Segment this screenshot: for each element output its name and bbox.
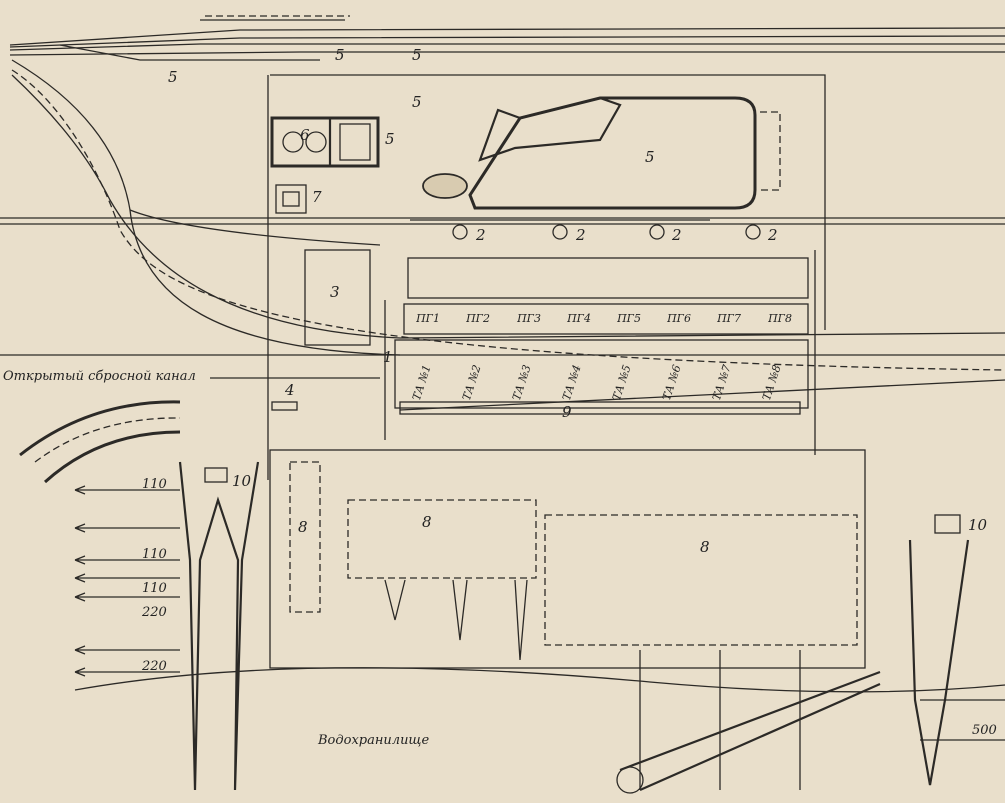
label-3: 3 bbox=[330, 283, 340, 301]
label-6: 6 bbox=[300, 126, 310, 144]
steam-generator-label: ПГ8 bbox=[768, 312, 792, 325]
label-10: 10 bbox=[232, 472, 252, 490]
label-2: 2 bbox=[672, 226, 682, 244]
steam-generator-label: ПГ5 bbox=[617, 312, 641, 325]
power-line-label: 110 bbox=[142, 477, 167, 492]
power-line-arrows bbox=[74, 485, 180, 677]
label-8: 8 bbox=[422, 513, 432, 531]
power-line-label: 110 bbox=[142, 547, 167, 562]
label-2: 2 bbox=[476, 226, 486, 244]
label-2: 2 bbox=[576, 226, 586, 244]
label-1: 1 bbox=[383, 348, 393, 366]
steam-generator-label: ПГ7 bbox=[717, 312, 741, 325]
label-8: 8 bbox=[700, 538, 710, 556]
label-8: 8 bbox=[298, 518, 308, 536]
label-5: 5 bbox=[645, 148, 655, 166]
railway-tracks bbox=[0, 15, 1005, 411]
power-line-label: 220 bbox=[142, 659, 167, 674]
reservoir-label: Водохранилище bbox=[318, 733, 430, 748]
steam-generator-label: ПГ2 bbox=[466, 312, 490, 325]
label-5: 5 bbox=[385, 130, 395, 148]
label-5: 5 bbox=[168, 68, 178, 86]
steam-generator-label: ПГ3 bbox=[517, 312, 541, 325]
label-2: 2 bbox=[768, 226, 778, 244]
steam-generator-label: ПГ1 bbox=[416, 312, 440, 325]
steam-generator-label: ПГ6 bbox=[667, 312, 691, 325]
dimension-label: 500 bbox=[972, 723, 997, 738]
power-line-label: 110 bbox=[142, 581, 167, 596]
label-5: 5 bbox=[412, 93, 422, 111]
label-9: 9 bbox=[562, 403, 572, 421]
power-line-label: 220 bbox=[142, 605, 167, 620]
label-5: 5 bbox=[412, 46, 422, 64]
label-4: 4 bbox=[285, 381, 295, 399]
label-7: 7 bbox=[312, 188, 322, 206]
label-5: 5 bbox=[335, 46, 345, 64]
steam-generator-label: ПГ4 bbox=[567, 312, 591, 325]
label-10: 10 bbox=[968, 516, 988, 534]
canal-label: Открытый сбросной канал bbox=[3, 369, 196, 384]
